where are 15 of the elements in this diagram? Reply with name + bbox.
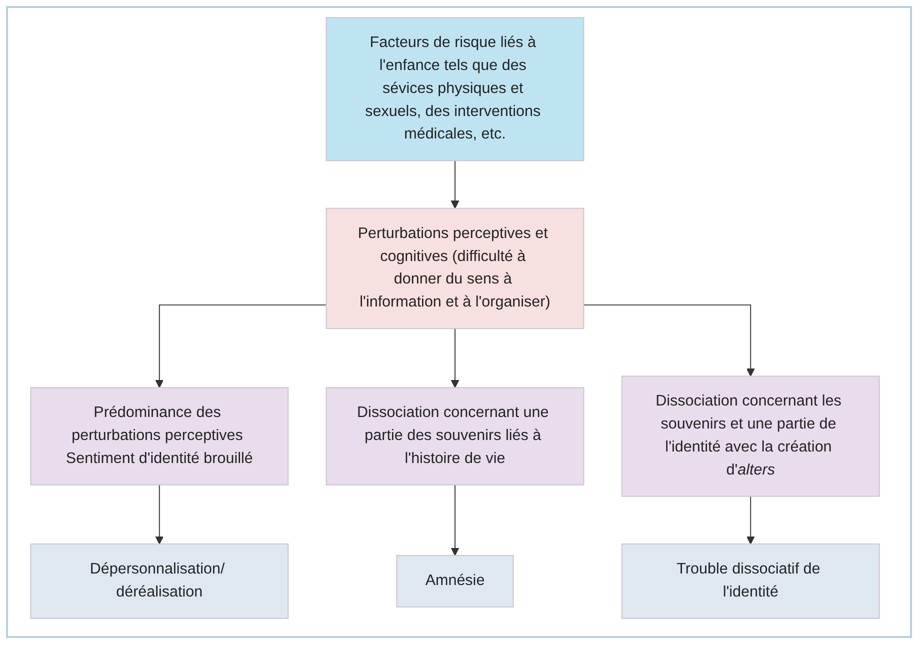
arrow <box>450 328 460 388</box>
arrow <box>155 304 327 388</box>
node-box: Perturbations perceptives et cognitives (difficulté à donner du sens à l'information et à l'organiser) <box>326 208 584 329</box>
arrow <box>746 496 755 544</box>
node-box: Dissociation concernant une partie des souvenirs liés à l'histoire de vie <box>326 387 584 486</box>
arrow <box>450 160 460 209</box>
node-box: Facteurs de risque liés à l'enfance tels que des sévices physiques et sexuels, des interventions médicales, etc. <box>326 17 584 162</box>
node-box: Dissociation concernant les souvenirs et une partie de l'identité avec la création d'alters <box>621 376 880 497</box>
node-box: Trouble dissociatif de l'identité <box>621 544 880 619</box>
node-box: Dépersonnalisation/ déréalisation <box>30 544 289 619</box>
node-box: Prédominance des perturbations perceptives Sentiment d'identité brouillé <box>30 387 289 486</box>
arrow <box>155 484 164 544</box>
arrow <box>583 304 755 377</box>
arrow <box>450 484 460 556</box>
node-box: Amnésie <box>396 554 514 608</box>
